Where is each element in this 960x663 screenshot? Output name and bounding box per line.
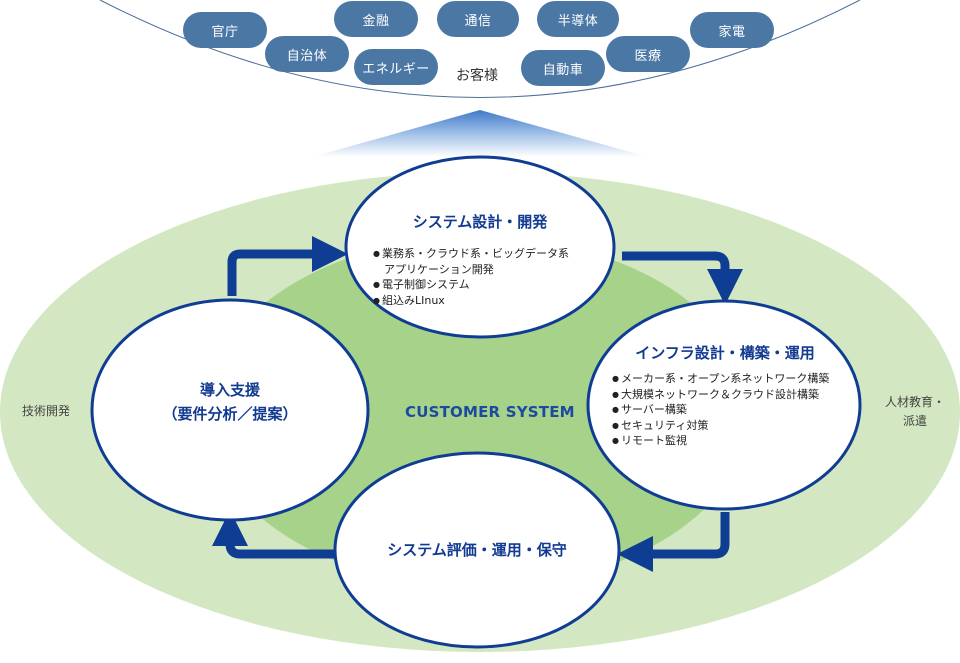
training-dispatch-label: 人材教育・ 派遣 [876,393,954,431]
operation-circle [333,451,621,649]
industry-pill-municipality: 自治体 [265,36,349,72]
list-item: 電子制御システム [373,277,569,293]
infra-title: インフラ設計・構築・運用 [635,344,815,362]
list-item: セキュリティ対策 [612,418,829,434]
customers-label: お客様 [456,68,498,84]
list-item: リモート監視 [612,433,829,449]
inner-ellipse [206,237,750,587]
list-item: 組込みLInux [373,293,569,309]
introduction-circle [90,298,370,522]
arrow-infra-to-operation [617,512,730,572]
industry-pill-automotive: 自動車 [521,50,605,86]
list-item: サーバー構築 [612,402,829,418]
industry-pill-government: 官庁 [183,12,267,48]
list-item: メーカー系・オープン系ネットワーク構築 [612,371,829,387]
arrow-design-to-infra [622,251,743,305]
industry-pill-energy: エネルギー [354,49,438,85]
industry-pill-finance: 金融 [334,1,418,37]
tech-development-label: 技術開発 [22,404,71,418]
list-item: 業務系・クラウド系・ビッグデータ系 [373,246,569,262]
list-item: アプリケーション開発 [384,262,494,276]
up-arrow [312,110,648,157]
operation-title: システム評価・運用・保守 [387,541,567,559]
training-label-line2: 派遣 [902,414,927,428]
infra-items: メーカー系・オープン系ネットワーク構築 大規模ネットワーク＆クラウド設計構築 サ… [612,371,829,449]
list-item: 大規模ネットワーク＆クラウド設計構築 [612,387,829,403]
introduction-title-line2: （要件分析／提案） [162,405,298,423]
customer-system-label: CUSTOMER SYSTEM [405,403,575,421]
design-title: システム設計・開発 [412,213,548,231]
industry-pill-telecom: 通信 [437,1,519,37]
arrow-intro-to-design [227,236,348,296]
arrow-operation-to-intro [212,510,336,559]
introduction-title-line1: 導入支援 [199,381,260,399]
design-items: 業務系・クラウド系・ビッグデータ系 アプリケーション開発 電子制御システム 組込… [373,246,569,308]
industry-pill-appliances: 家電 [690,12,774,48]
industry-pill-medical: 医療 [606,36,690,72]
training-label-line1: 人材教育・ [884,395,945,409]
introduction-title: 導入支援 （要件分析／提案） [140,378,320,426]
industry-pill-semiconductor: 半導体 [537,1,619,37]
